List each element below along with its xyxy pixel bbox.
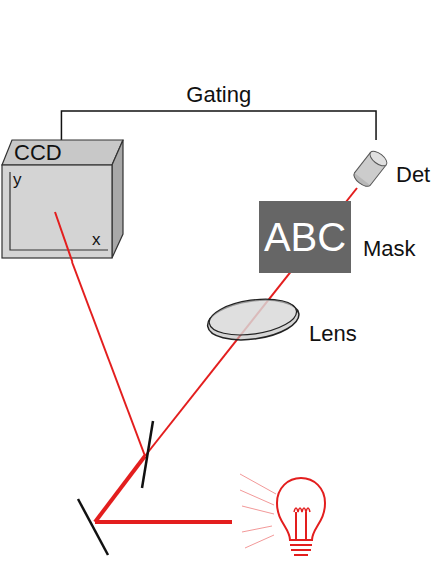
lens-shape [206, 296, 301, 342]
axis-label: x [92, 231, 101, 248]
mirror [78, 499, 108, 555]
detector-shape [350, 138, 392, 193]
detector: Det [350, 138, 392, 193]
ccd-camera: CCD y x [0, 138, 128, 262]
device-label: CCD [14, 142, 62, 164]
axis-label: y [13, 171, 22, 188]
mask-pattern: ABC [264, 217, 346, 257]
device-label: Det [396, 164, 430, 186]
light-bulb [277, 478, 325, 555]
device-label: Mask [363, 238, 416, 260]
signal-label: Gating [184, 84, 253, 106]
light-rays [240, 474, 276, 548]
beam-splitter [142, 421, 153, 488]
lens: Lens [206, 296, 301, 342]
gating-wire [61, 111, 376, 140]
device-label: Lens [309, 323, 357, 345]
mask: ABCMask [259, 201, 351, 273]
